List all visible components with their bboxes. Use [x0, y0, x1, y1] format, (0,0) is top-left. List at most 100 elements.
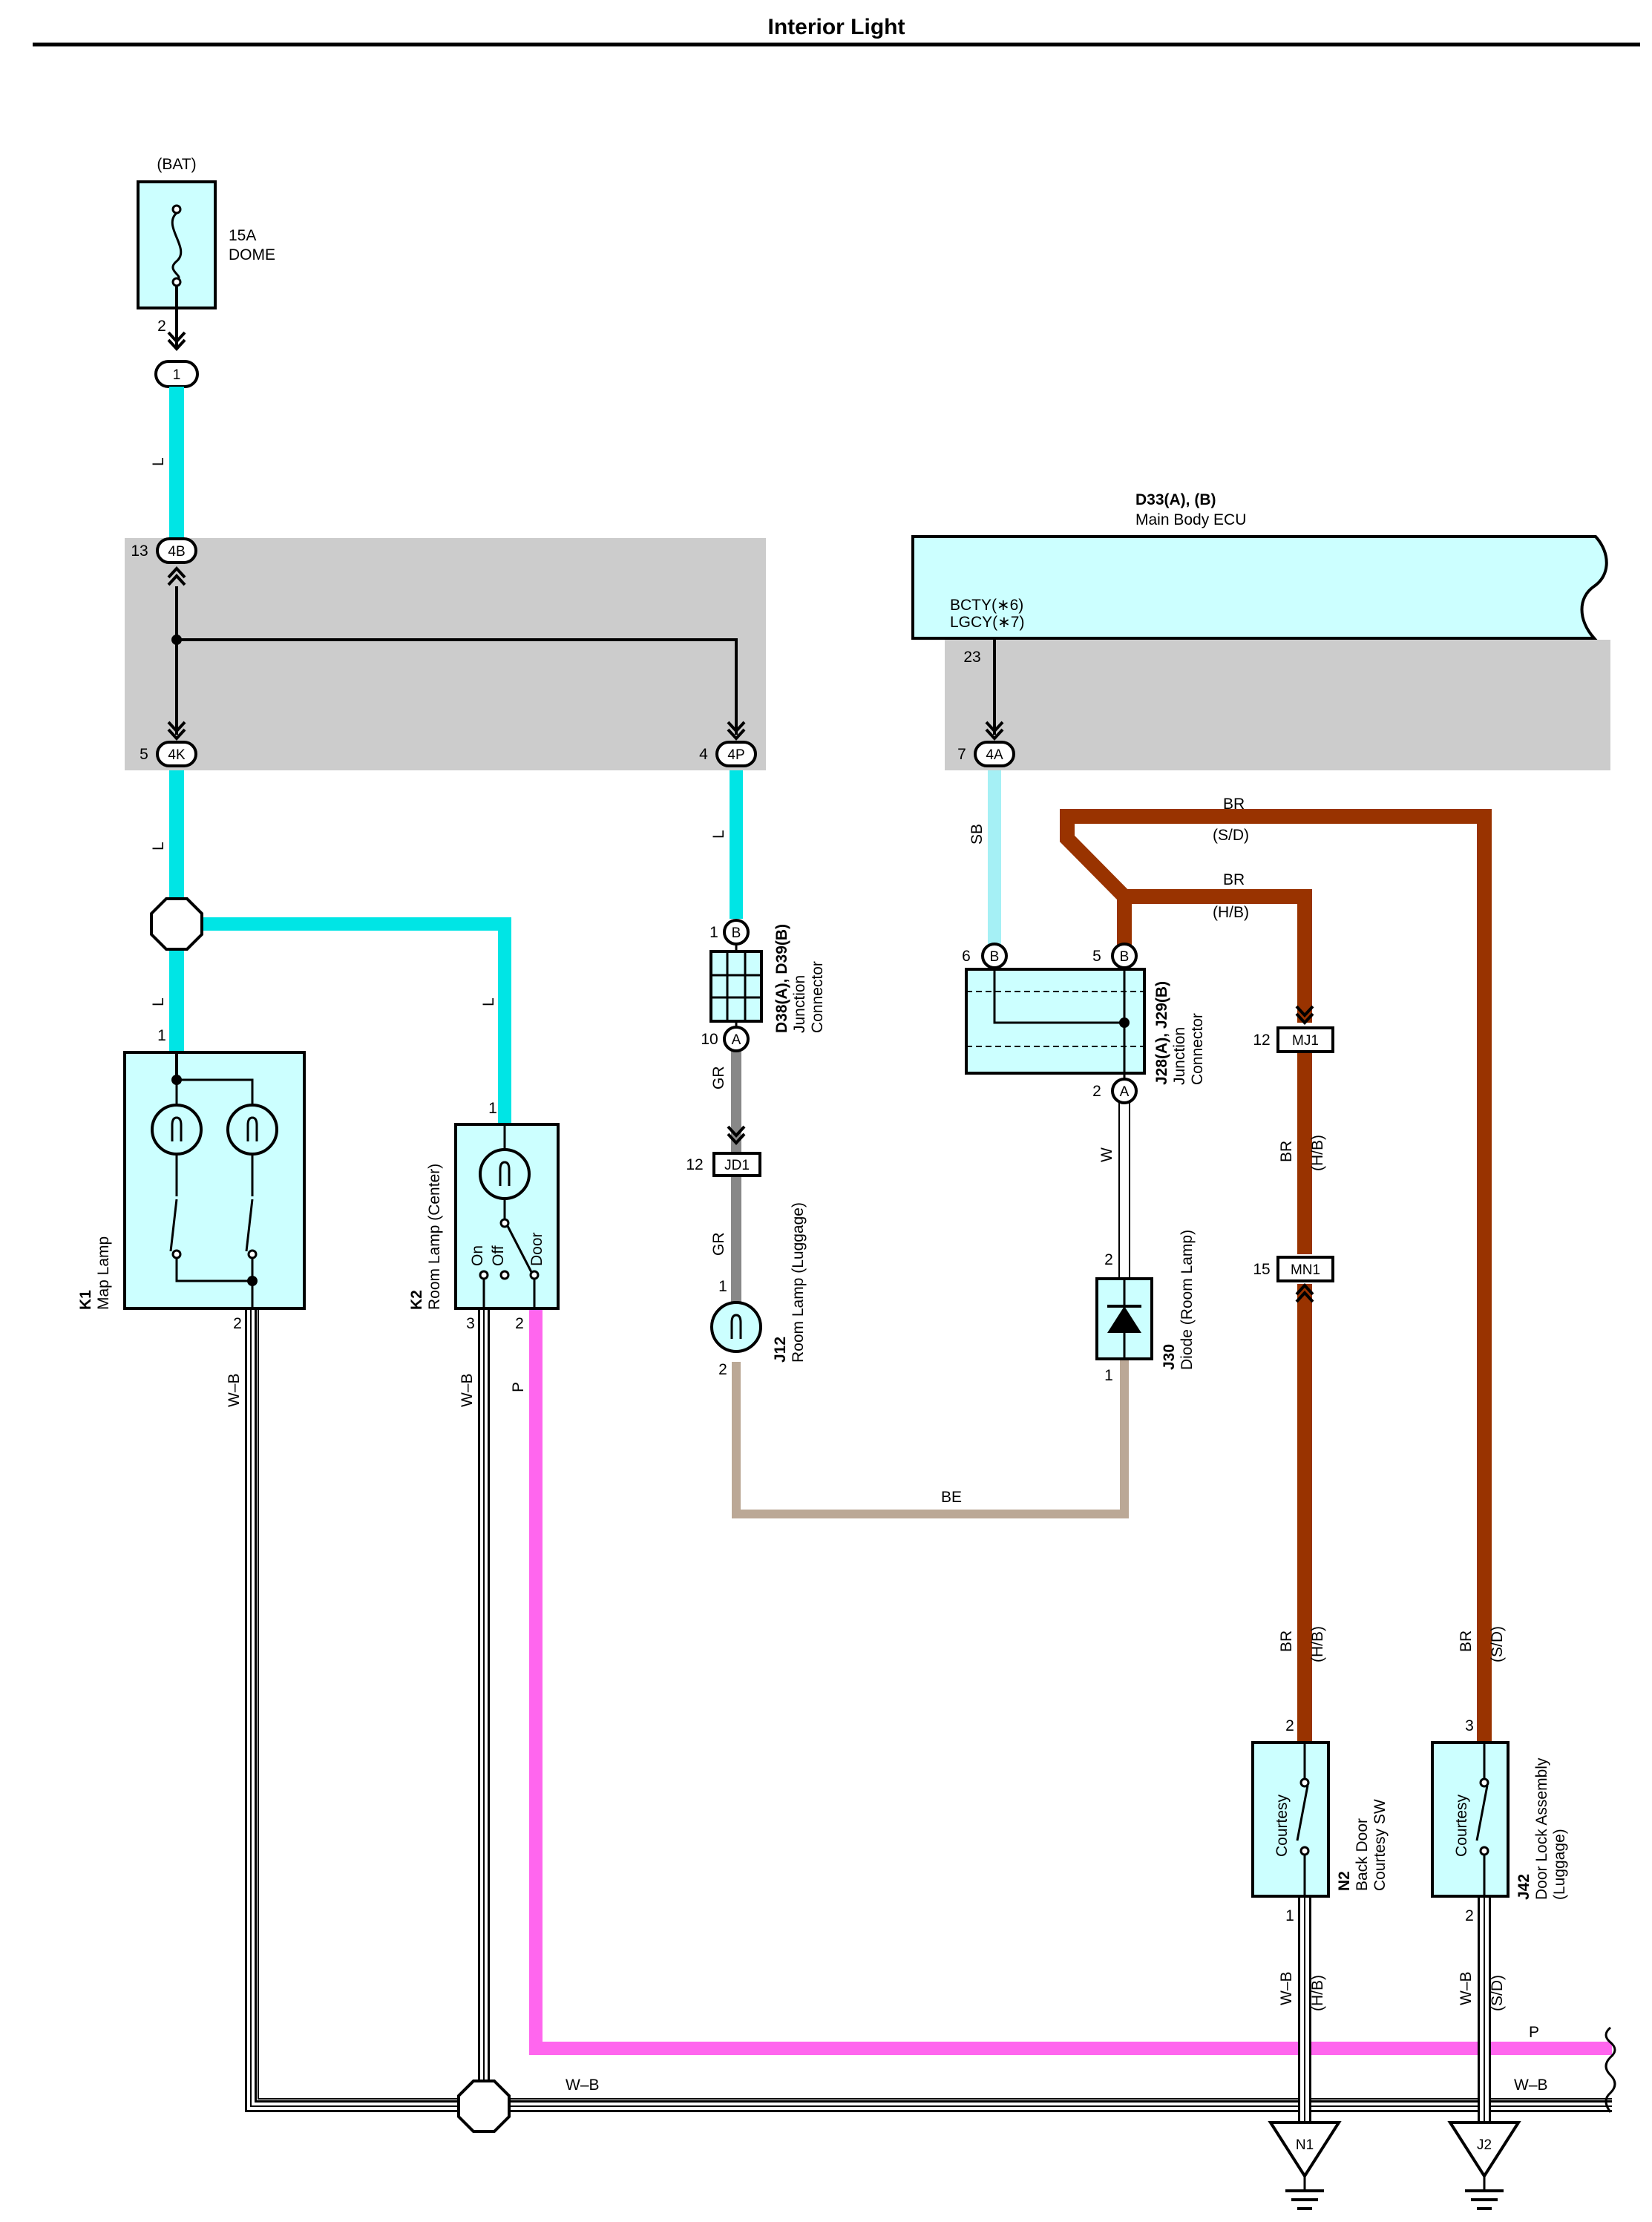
junction-connector-j28: B 6 B 5 A 2 J28(A), J29(B) Junction Conn…	[962, 943, 1206, 1104]
connector-jd1: JD1 12	[686, 1125, 761, 1177]
ecu-connector-4A: 4A 7	[957, 741, 1015, 767]
svg-text:4K: 4K	[168, 747, 186, 763]
svg-text:(S/D): (S/D)	[1489, 1626, 1506, 1662]
jb-connector-4B: 4B 13	[131, 537, 197, 564]
svg-text:Courtesy SW: Courtesy SW	[1371, 1799, 1389, 1891]
svg-text:1: 1	[488, 1100, 497, 1117]
svg-text:2: 2	[233, 1315, 242, 1332]
wire-L-room	[202, 917, 511, 1124]
svg-text:P: P	[1529, 2024, 1539, 2041]
svg-text:N1: N1	[1296, 2137, 1314, 2153]
splice-WB	[457, 2080, 511, 2133]
room-lamp-center-k2: 1 On Off Door 3 2 K2 Room Lamp (Center)	[408, 1100, 560, 1332]
svg-text:BR: BR	[1223, 796, 1245, 813]
svg-text:GR: GR	[710, 1066, 727, 1090]
svg-text:1: 1	[1104, 1367, 1113, 1384]
ecu-terminal-bcty: BCTY(∗6)	[950, 597, 1023, 614]
fuse-name: DOME	[229, 246, 275, 263]
junction-block	[125, 538, 766, 770]
svg-text:D38(A), D39(B): D38(A), D39(B)	[773, 924, 790, 1033]
svg-text:Off: Off	[490, 1245, 507, 1266]
svg-text:SB: SB	[968, 824, 986, 845]
svg-text:1: 1	[173, 367, 181, 383]
svg-text:L: L	[150, 842, 167, 851]
ecu-box	[911, 535, 1608, 640]
svg-text:L: L	[710, 830, 727, 839]
svg-text:1: 1	[157, 1027, 166, 1044]
svg-text:15: 15	[1253, 1261, 1270, 1278]
svg-text:GR: GR	[710, 1233, 727, 1256]
svg-text:W–B: W–B	[1278, 1971, 1295, 2005]
svg-text:5: 5	[140, 746, 148, 763]
svg-text:L: L	[150, 997, 167, 1006]
svg-text:2: 2	[1285, 1717, 1294, 1734]
svg-text:Map Lamp: Map Lamp	[95, 1236, 112, 1310]
svg-text:K1: K1	[77, 1290, 94, 1310]
wire-P	[529, 1308, 1612, 2055]
svg-text:Junction: Junction	[1171, 1027, 1188, 1085]
svg-text:J12: J12	[772, 1337, 789, 1363]
svg-text:12: 12	[1253, 1032, 1270, 1049]
ecu-pin: 23	[963, 649, 980, 666]
svg-text:BR: BR	[1223, 871, 1245, 888]
svg-text:W–B: W–B	[1458, 1971, 1475, 2005]
ground-n1: N1	[1268, 2121, 1342, 2210]
ecu-block-shade	[945, 640, 1610, 770]
svg-text:W–B: W–B	[226, 1373, 243, 1407]
svg-text:4A: 4A	[986, 747, 1003, 763]
svg-text:BR: BR	[1278, 1141, 1295, 1162]
diagram-title: Interior Light	[768, 15, 905, 39]
splice-L	[150, 897, 203, 951]
map-lamp-k1: 1 2 K1 Map Lamp	[77, 1027, 306, 1332]
svg-text:BE: BE	[941, 1489, 962, 1506]
svg-text:K2: K2	[408, 1290, 425, 1310]
ecu-terminal-lgcy: LGCY(∗7)	[950, 614, 1024, 631]
ecu-name: Main Body ECU	[1135, 511, 1246, 528]
svg-text:10: 10	[701, 1031, 718, 1048]
diode-j30: 2 1 J30 Diode (Room Lamp)	[1095, 1230, 1196, 1384]
svg-text:J2: J2	[1477, 2137, 1492, 2153]
svg-text:1: 1	[718, 1278, 727, 1295]
wire-BE	[732, 1360, 1129, 1518]
connector-mn1: MN1 15	[1253, 1256, 1334, 1303]
svg-text:4P: 4P	[727, 747, 744, 763]
svg-text:BR: BR	[1458, 1631, 1475, 1652]
svg-text:Courtesy: Courtesy	[1274, 1794, 1291, 1857]
svg-text:J42: J42	[1515, 1874, 1533, 1900]
wire-BR-HB	[1117, 889, 1312, 1023]
svg-text:1: 1	[709, 924, 718, 941]
svg-text:Room Lamp (Luggage): Room Lamp (Luggage)	[790, 1202, 807, 1363]
svg-text:L: L	[480, 997, 497, 1006]
svg-text:B: B	[732, 925, 741, 941]
svg-text:(S/D): (S/D)	[1489, 1975, 1506, 2011]
svg-text:2: 2	[515, 1315, 524, 1332]
svg-text:B: B	[1120, 949, 1130, 965]
svg-text:Junction: Junction	[791, 975, 808, 1033]
svg-text:(H/B): (H/B)	[1213, 904, 1249, 921]
svg-text:W–B: W–B	[1514, 2077, 1548, 2094]
svg-text:Back Door: Back Door	[1354, 1818, 1371, 1891]
svg-text:J28(A), J29(B): J28(A), J29(B)	[1153, 981, 1170, 1085]
svg-text:W–B: W–B	[459, 1373, 476, 1407]
svg-text:Courtesy: Courtesy	[1453, 1794, 1470, 1857]
svg-text:A: A	[732, 1032, 741, 1048]
fuse-source: (BAT)	[157, 156, 196, 173]
svg-text:4: 4	[699, 746, 708, 763]
svg-text:N2: N2	[1336, 1871, 1353, 1891]
svg-text:(H/B): (H/B)	[1309, 1626, 1326, 1662]
wire-WB-ground-run	[245, 1308, 1612, 2123]
svg-text:W: W	[1098, 1147, 1115, 1162]
fuse-rating: 15A	[229, 227, 256, 244]
jb-connector-4P: 4P 4	[699, 741, 757, 767]
svg-text:(S/D): (S/D)	[1213, 827, 1249, 844]
svg-text:Connector: Connector	[1189, 1013, 1206, 1085]
svg-text:2: 2	[1104, 1251, 1113, 1268]
fuse-icon	[171, 212, 183, 281]
fuse-pin: 2	[157, 318, 166, 335]
svg-text:(H/B): (H/B)	[1309, 1135, 1326, 1171]
junction-connector-d38: B 1 A 10 D38(A), D39(B) Junction Connect…	[701, 919, 826, 1052]
jb-connector-4K: 4K 5	[140, 741, 197, 767]
svg-text:2: 2	[1092, 1083, 1101, 1100]
svg-text:2: 2	[1465, 1907, 1474, 1924]
svg-text:L: L	[150, 457, 167, 466]
